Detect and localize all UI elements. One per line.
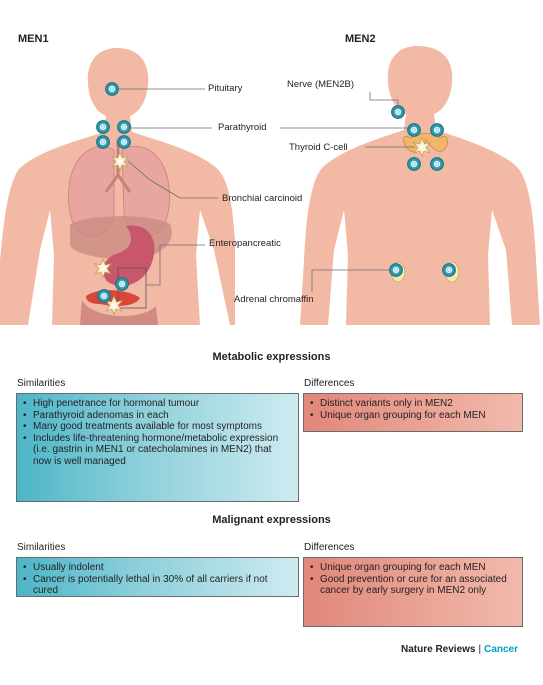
entero-gland-icon bbox=[97, 289, 111, 303]
list-item: High penetrance for hormonal tumour bbox=[23, 398, 290, 410]
men1-leader-lines bbox=[119, 88, 218, 286]
label-parathyroid: Parathyroid bbox=[218, 122, 267, 133]
malignant-differences-box: Unique organ grouping for each MEN Good … bbox=[303, 557, 523, 627]
label-bronchial: Bronchial carcinoid bbox=[222, 193, 303, 204]
metabolic-similarities-label: Similarities bbox=[17, 378, 66, 389]
parathyroid-gland-icon bbox=[117, 135, 131, 149]
parathyroid-gland-icon bbox=[96, 120, 110, 134]
parathyroid-gland-icon bbox=[407, 123, 421, 137]
list-item: Distinct variants only in MEN2 bbox=[310, 398, 514, 410]
list-item: Usually indolent bbox=[23, 562, 290, 574]
label-thyroid: Thyroid C-cell bbox=[289, 142, 348, 153]
parathyroid-gland-icon bbox=[96, 135, 110, 149]
parathyroid-gland-icon bbox=[430, 157, 444, 171]
stomach bbox=[102, 225, 155, 286]
malignant-similarities-box: Usually indolent Cancer is potentially l… bbox=[16, 557, 299, 597]
metabolic-differences-label: Differences bbox=[304, 378, 355, 389]
list-item: Cancer is potentially lethal in 30% of a… bbox=[23, 574, 290, 597]
label-pituitary: Pituitary bbox=[208, 83, 243, 94]
malignant-title: Malignant expressions bbox=[212, 514, 331, 526]
list-item: Unique organ grouping for each MEN bbox=[310, 562, 514, 574]
body-diagram bbox=[0, 46, 540, 325]
list-item: Unique organ grouping for each MEN bbox=[310, 410, 514, 422]
entero-gland-icon bbox=[115, 277, 129, 291]
journal-separator: | bbox=[478, 644, 482, 655]
journal-credit: Nature Reviews|Cancer bbox=[401, 644, 518, 655]
nerve-gland-icon bbox=[391, 105, 405, 119]
pituitary-gland-icon bbox=[105, 82, 119, 96]
adrenal-gland-icon bbox=[442, 263, 456, 277]
parathyroid-gland-icon bbox=[430, 123, 444, 137]
men1-title: MEN1 bbox=[18, 33, 49, 45]
journal-name: Nature Reviews bbox=[401, 644, 476, 655]
men2-leader-lines bbox=[280, 92, 415, 292]
label-adrenal: Adrenal chromaffin bbox=[234, 294, 314, 305]
list-item: Good prevention or cure for an associate… bbox=[310, 574, 514, 597]
metabolic-differences-box: Distinct variants only in MEN2 Unique or… bbox=[303, 393, 523, 432]
metabolic-similarities-box: High penetrance for hormonal tumour Para… bbox=[16, 393, 299, 502]
list-item: Includes life-threatening hormone/metabo… bbox=[23, 433, 290, 468]
parathyroid-gland-icon bbox=[407, 157, 421, 171]
label-nerve: Nerve (MEN2B) bbox=[287, 79, 355, 90]
list-item: Parathyroid adenomas in each bbox=[23, 410, 290, 422]
metabolic-title: Metabolic expressions bbox=[212, 351, 331, 363]
adrenal-gland-icon bbox=[389, 263, 403, 277]
men1-body bbox=[0, 48, 235, 325]
journal-subject: Cancer bbox=[484, 644, 518, 655]
men2-title: MEN2 bbox=[345, 33, 376, 45]
parathyroid-gland-icon bbox=[117, 120, 131, 134]
bowel bbox=[80, 300, 158, 325]
list-item: Many good treatments available for most … bbox=[23, 421, 290, 433]
malignant-differences-label: Differences bbox=[304, 542, 355, 553]
malignant-similarities-label: Similarities bbox=[17, 542, 66, 553]
label-entero: Enteropancreatic bbox=[209, 238, 281, 249]
